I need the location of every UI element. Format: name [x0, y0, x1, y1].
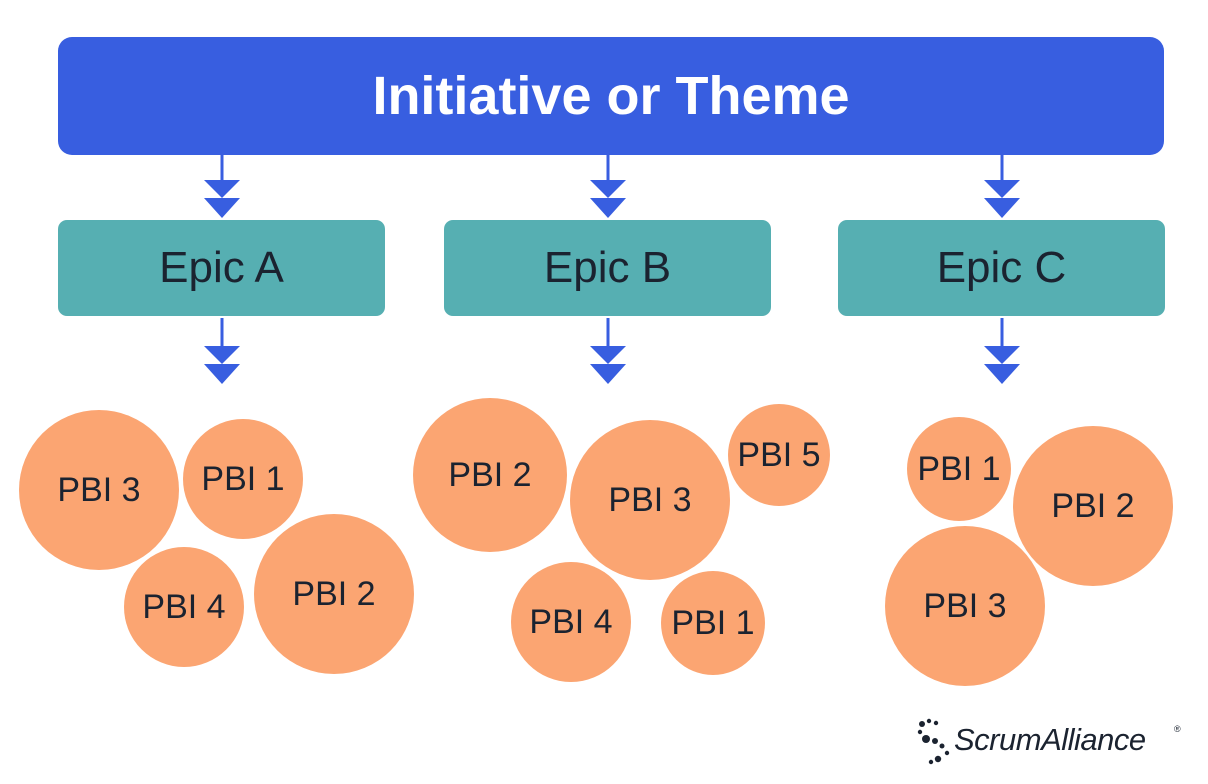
pbi-label: PBI 2 — [1051, 486, 1135, 525]
pbi-label: PBI 4 — [529, 602, 613, 641]
registered-mark: ® — [1174, 724, 1181, 734]
pbi-label: PBI 4 — [142, 587, 226, 626]
epic-c-label: Epic C — [936, 243, 1067, 292]
epic-b-pbi-2: PBI 2 — [413, 398, 567, 552]
epic-c-pbi-3: PBI 3 — [885, 526, 1045, 686]
scrumalliance-dots-icon — [917, 718, 950, 765]
epic-b-label: Epic B — [543, 243, 672, 292]
pbi-label: PBI 3 — [608, 480, 692, 519]
epic-b-pbi-1: PBI 1 — [661, 571, 765, 675]
pbi-label: PBI 5 — [737, 435, 821, 474]
epic-a-pbi-4: PBI 4 — [124, 547, 244, 667]
arrow-down-icon — [590, 318, 626, 384]
pbi-label: PBI 3 — [923, 586, 1007, 625]
scrumalliance-logo: ScrumAlliance ® — [916, 718, 1186, 768]
pbi-label: PBI 1 — [917, 449, 1001, 488]
epic-a-pbi-3: PBI 3 — [19, 410, 179, 570]
initiative-label: Initiative or Theme — [372, 66, 850, 126]
scrumalliance-wordmark: ScrumAlliance — [954, 722, 1146, 757]
pbi-label: PBI 2 — [292, 574, 376, 613]
arrow-down-icon — [590, 152, 626, 218]
pbi-label: PBI 1 — [671, 603, 755, 642]
arrow-down-icon — [984, 152, 1020, 218]
epic-a-box: Epic A — [58, 220, 385, 316]
epic-c-pbi-2: PBI 2 — [1013, 426, 1173, 586]
arrow-down-icon — [204, 152, 240, 218]
pbi-label: PBI 2 — [448, 455, 532, 494]
epic-a-pbi-1: PBI 1 — [183, 419, 303, 539]
epic-c-box: Epic C — [838, 220, 1165, 316]
epic-a-label: Epic A — [159, 243, 284, 292]
initiative-box: Initiative or Theme — [58, 37, 1164, 155]
arrow-down-icon — [984, 318, 1020, 384]
epic-b-pbi-3: PBI 3 — [570, 420, 730, 580]
arrow-down-icon — [204, 318, 240, 384]
epic-a-pbi-2: PBI 2 — [254, 514, 414, 674]
epic-c-pbi-1: PBI 1 — [907, 417, 1011, 521]
epic-b-pbi-5: PBI 5 — [728, 404, 830, 506]
pbi-label: PBI 1 — [201, 459, 285, 498]
pbi-label: PBI 3 — [57, 470, 141, 509]
epic-b-pbi-4: PBI 4 — [511, 562, 631, 682]
epic-b-box: Epic B — [444, 220, 771, 316]
